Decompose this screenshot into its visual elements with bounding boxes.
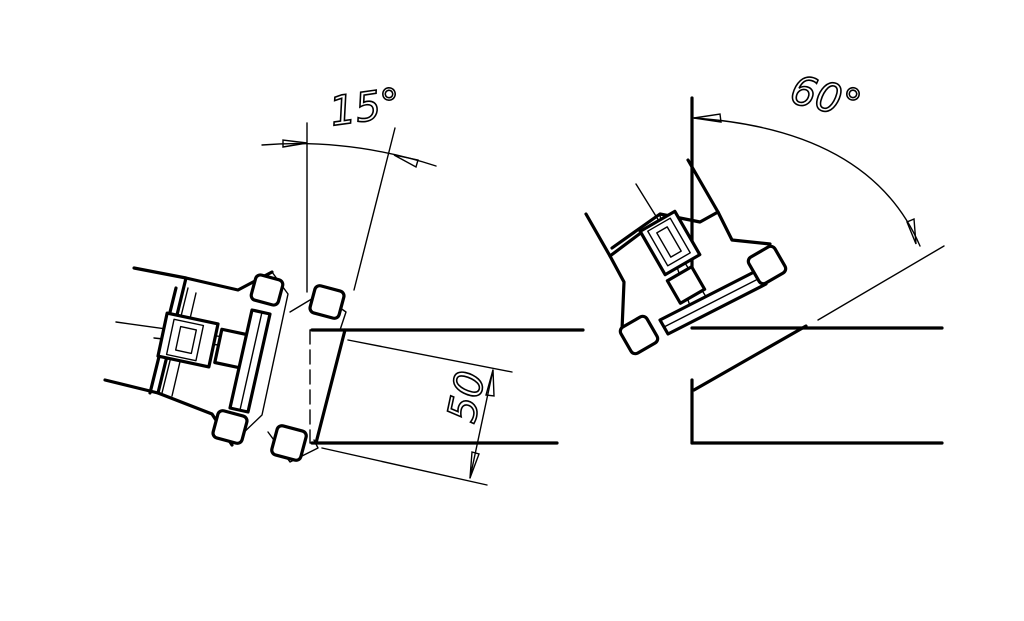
angle-label-15: 15° bbox=[327, 80, 404, 135]
left-view: 15° 50 bbox=[103, 79, 585, 486]
tilted-reference-right bbox=[817, 245, 945, 321]
arc-arrow-right-2 bbox=[906, 217, 917, 245]
cut-edge-left bbox=[314, 328, 347, 445]
cutter-ghost-left bbox=[267, 284, 347, 463]
extension-line-bottom bbox=[321, 447, 488, 486]
insert-bottom-left bbox=[211, 409, 249, 445]
angle-arc-60 bbox=[693, 117, 921, 247]
right-view: 60° bbox=[584, 66, 945, 445]
cutter-head-right bbox=[584, 158, 788, 356]
chamfer-line-right bbox=[692, 324, 808, 392]
extension-line-top bbox=[347, 339, 513, 373]
angle-arc-15 bbox=[261, 142, 437, 167]
insert-bottom-right bbox=[618, 314, 660, 356]
insert-top-right bbox=[746, 244, 788, 286]
dimension-line-50 bbox=[469, 369, 494, 479]
angle-label-60: 60° bbox=[786, 67, 866, 129]
arc-arrow-left-2 bbox=[393, 154, 419, 169]
dim-arrow-bottom bbox=[469, 451, 480, 479]
dimension-label-50: 50 bbox=[439, 367, 495, 426]
cutter-head-left bbox=[103, 266, 289, 447]
arc-arrow-right-1 bbox=[693, 113, 722, 123]
tilted-reference-left bbox=[353, 127, 396, 291]
insert-top-left bbox=[249, 273, 285, 307]
dim-arrow-top bbox=[485, 369, 495, 397]
arc-arrow-left-1 bbox=[282, 139, 308, 148]
